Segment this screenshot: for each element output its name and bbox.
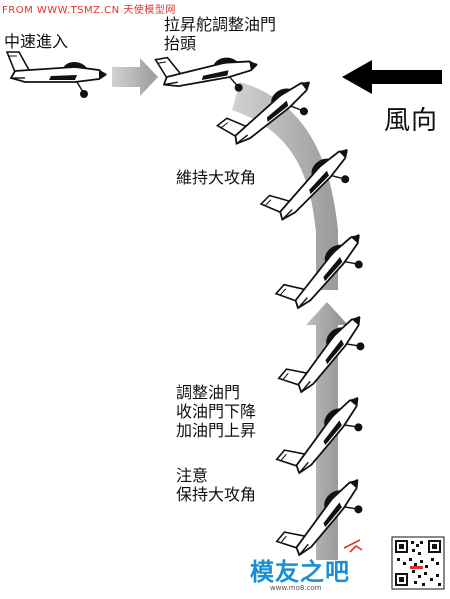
label-attention: 注意 保持大攻角 xyxy=(176,466,256,504)
label-throttle-adjust: 調整油門 收油門下降 加油門上昇 xyxy=(176,383,256,440)
qr-code xyxy=(391,536,445,590)
wind-arrow xyxy=(342,60,442,94)
wind-direction-label: 風向 xyxy=(384,106,439,136)
label-adjust-line-3: 加油門上昇 xyxy=(176,421,257,440)
plane-entry xyxy=(6,51,108,99)
label-elevator: 拉昇舵調整油門 抬頭 xyxy=(164,15,276,53)
label-adjust-line-2: 收油門下降 xyxy=(176,402,257,421)
entry-trail-arrow xyxy=(112,58,158,96)
label-elevator-line-1: 拉昇舵調整油門 xyxy=(164,15,277,34)
label-entry: 中速進入 xyxy=(4,32,69,51)
brand-watermark: 模友之吧 xyxy=(250,558,350,586)
watermark-logo-mark xyxy=(343,539,363,553)
label-elevator-line-2: 抬頭 xyxy=(164,34,197,53)
label-attention-line-2: 保持大攻角 xyxy=(176,485,257,504)
label-attention-line-1: 注意 xyxy=(176,466,209,485)
label-maintain-aoa: 維持大攻角 xyxy=(176,168,257,187)
site-watermark: www.mo8.com xyxy=(270,584,322,592)
top-watermark: FROM WWW.TSMZ.CN 天使模型网 xyxy=(2,5,176,16)
label-adjust-line-1: 調整油門 xyxy=(176,383,241,402)
